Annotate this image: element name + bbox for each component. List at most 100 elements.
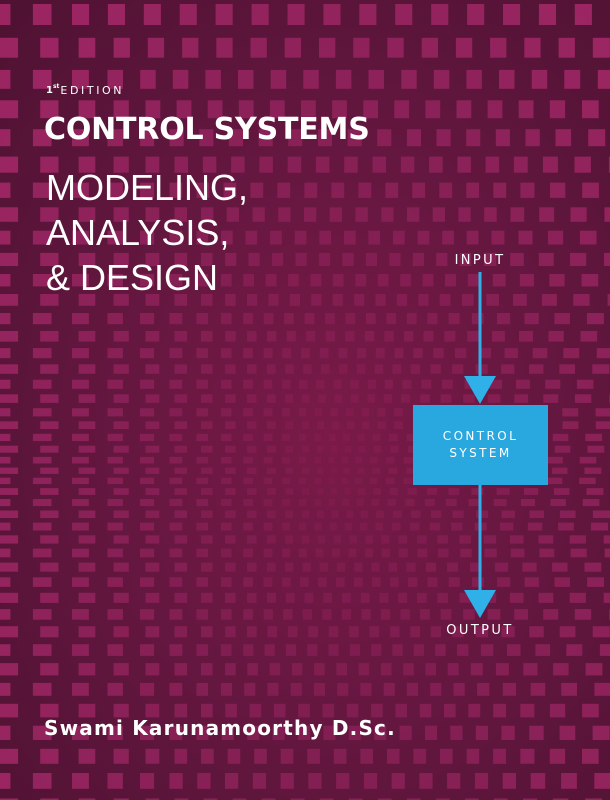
pattern-tile <box>530 682 546 696</box>
pattern-tile <box>0 522 11 531</box>
pattern-tile <box>354 294 365 306</box>
pattern-tile <box>346 703 359 718</box>
pattern-tile <box>455 348 467 359</box>
pattern-tile <box>594 682 610 696</box>
pattern-tile <box>431 4 449 25</box>
pattern-tile <box>314 456 321 464</box>
pattern-tile <box>145 562 160 572</box>
pattern-tile <box>385 182 399 198</box>
pattern-tile <box>113 364 129 374</box>
pattern-tile <box>251 4 269 25</box>
pattern-tile <box>40 364 59 374</box>
pattern-tile <box>269 100 285 119</box>
pattern-tile <box>285 510 294 518</box>
pattern-tile <box>285 562 294 572</box>
pattern-tile <box>113 100 129 119</box>
pattern-tile <box>174 748 188 764</box>
pattern-tile <box>342 252 354 266</box>
pattern-tile <box>205 69 221 89</box>
pattern-tile <box>381 535 390 544</box>
pattern-tile <box>282 522 291 531</box>
pattern-tile <box>196 456 209 464</box>
pattern-tile <box>392 644 403 656</box>
pattern-tile <box>437 592 448 603</box>
pattern-tile <box>463 394 475 403</box>
pattern-tile <box>425 562 436 572</box>
control-system-block: CONTROL SYSTEM <box>413 405 548 485</box>
pattern-tile <box>0 682 11 696</box>
pattern-tile <box>78 510 96 518</box>
pattern-tile <box>0 626 19 638</box>
pattern-tile <box>40 510 59 518</box>
pattern-tile <box>524 313 539 325</box>
pattern-tile <box>487 609 501 620</box>
pattern-tile <box>421 37 438 58</box>
pattern-tile <box>360 592 370 603</box>
pattern-tile <box>314 477 321 485</box>
pattern-tile <box>225 294 236 306</box>
pattern-tile <box>0 644 11 656</box>
pattern-tile <box>32 477 52 485</box>
pattern-tile <box>298 456 307 464</box>
pattern-tile <box>323 592 333 603</box>
pattern-tile <box>550 182 566 198</box>
pattern-tile <box>356 499 364 507</box>
pattern-tile <box>247 562 257 572</box>
pattern-tile <box>529 510 544 518</box>
pattern-tile <box>201 592 213 603</box>
pattern-tile <box>514 609 528 620</box>
pattern-tile <box>0 182 11 198</box>
pattern-tile <box>267 394 276 403</box>
pattern-tile <box>371 499 380 507</box>
pattern-tile <box>319 230 331 245</box>
pattern-tile <box>72 313 89 325</box>
pattern-tile <box>40 535 59 544</box>
pattern-tile <box>492 274 506 287</box>
pattern-tile <box>552 562 568 572</box>
pattern-tile <box>32 577 52 587</box>
pattern-tile <box>0 773 11 789</box>
pattern-tile <box>417 230 430 245</box>
pattern-tile <box>247 421 257 429</box>
pattern-tile <box>451 522 463 531</box>
pattern-tile <box>72 499 89 507</box>
pattern-tile <box>40 562 59 572</box>
pattern-tile <box>298 408 307 417</box>
pattern-tile <box>225 626 236 638</box>
pattern-tile <box>363 100 378 119</box>
pattern-tile <box>216 37 233 58</box>
pattern-tile <box>596 348 610 359</box>
pattern-tile <box>32 274 52 287</box>
pattern-tile <box>225 467 236 474</box>
input-arrowhead-icon <box>464 376 496 404</box>
pattern-tile <box>196 230 209 245</box>
pattern-tile <box>368 230 381 245</box>
pattern-tile <box>0 456 11 464</box>
pattern-tile <box>385 477 395 485</box>
pattern-tile <box>442 230 454 245</box>
pattern-tile <box>113 535 129 544</box>
pattern-tile <box>413 748 427 764</box>
pattern-tile <box>169 129 184 147</box>
pattern-tile <box>267 510 276 518</box>
pattern-tile <box>350 379 359 389</box>
subtitle-line-2: ANALYSIS, <box>46 212 230 253</box>
pattern-tile <box>196 274 209 287</box>
pattern-tile <box>466 69 482 89</box>
pattern-tile <box>78 100 96 119</box>
pattern-tile <box>359 4 377 25</box>
pattern-tile <box>325 331 335 342</box>
pattern-tile <box>344 156 358 173</box>
pattern-tile <box>221 230 233 245</box>
pattern-tile <box>140 577 155 587</box>
pattern-tile <box>225 562 236 572</box>
pattern-tile <box>231 156 245 173</box>
pattern-tile <box>483 252 497 266</box>
pattern-tile <box>519 274 534 287</box>
pattern-tile <box>468 703 481 718</box>
pattern-tile <box>72 682 89 696</box>
pattern-tile <box>401 394 411 403</box>
pattern-tile <box>518 100 534 119</box>
pattern-tile <box>140 644 155 656</box>
pattern-tile <box>72 182 89 198</box>
